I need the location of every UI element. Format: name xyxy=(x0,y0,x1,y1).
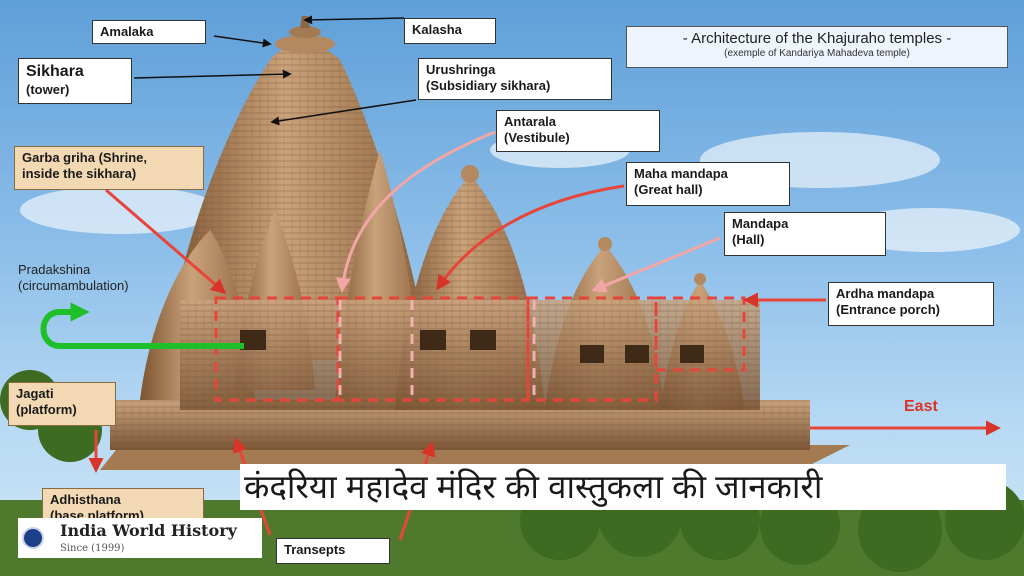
label-east: East xyxy=(904,398,938,415)
diagram-title: - Architecture of the Khajuraho temples … xyxy=(682,30,952,47)
label-adhisthana: Adhisthana (base platform) xyxy=(42,488,204,520)
pointer-arrows xyxy=(88,15,1001,541)
hindi-caption: कंदरिया महादेव मंदिर की वास्तुकला की जान… xyxy=(240,464,1006,510)
circumambulation-arrow xyxy=(40,302,244,349)
temple-body xyxy=(100,16,850,470)
label-garba-griha: Garba griha (Shrine, inside the sikhara) xyxy=(14,146,204,190)
brand-watermark: India World History Since (1999) xyxy=(18,518,262,558)
label-maha-mandapa: Maha mandapa (Great hall) xyxy=(626,162,790,206)
label-antarala: Antarala (Vestibule) xyxy=(496,110,660,152)
brand-since: Since (1999) xyxy=(60,543,125,554)
label-ardha-mandapa: Ardha mandapa (Entrance porch) xyxy=(828,282,994,326)
label-mandapa: Mandapa (Hall) xyxy=(724,212,886,256)
label-amalaka: Amalaka xyxy=(92,20,206,44)
label-jagati: Jagati (platform) xyxy=(8,382,116,426)
label-urushringa: Urushringa (Subsidiary sikhara) xyxy=(418,58,612,100)
label-sikhara: Sikhara (tower) xyxy=(18,58,132,104)
diagram-subtitle: (exemple of Kandariya Mahadeva temple) xyxy=(724,48,910,59)
brand-name: India World History xyxy=(60,521,237,540)
label-pradakshina: Pradakshina (circumambulation) xyxy=(18,262,129,293)
india-world-history-logo-icon xyxy=(22,527,44,549)
label-kalasha: Kalasha xyxy=(404,18,496,44)
diagram-title-box: - Architecture of the Khajuraho temples … xyxy=(626,26,1008,68)
label-transepts: Transepts xyxy=(276,538,390,564)
